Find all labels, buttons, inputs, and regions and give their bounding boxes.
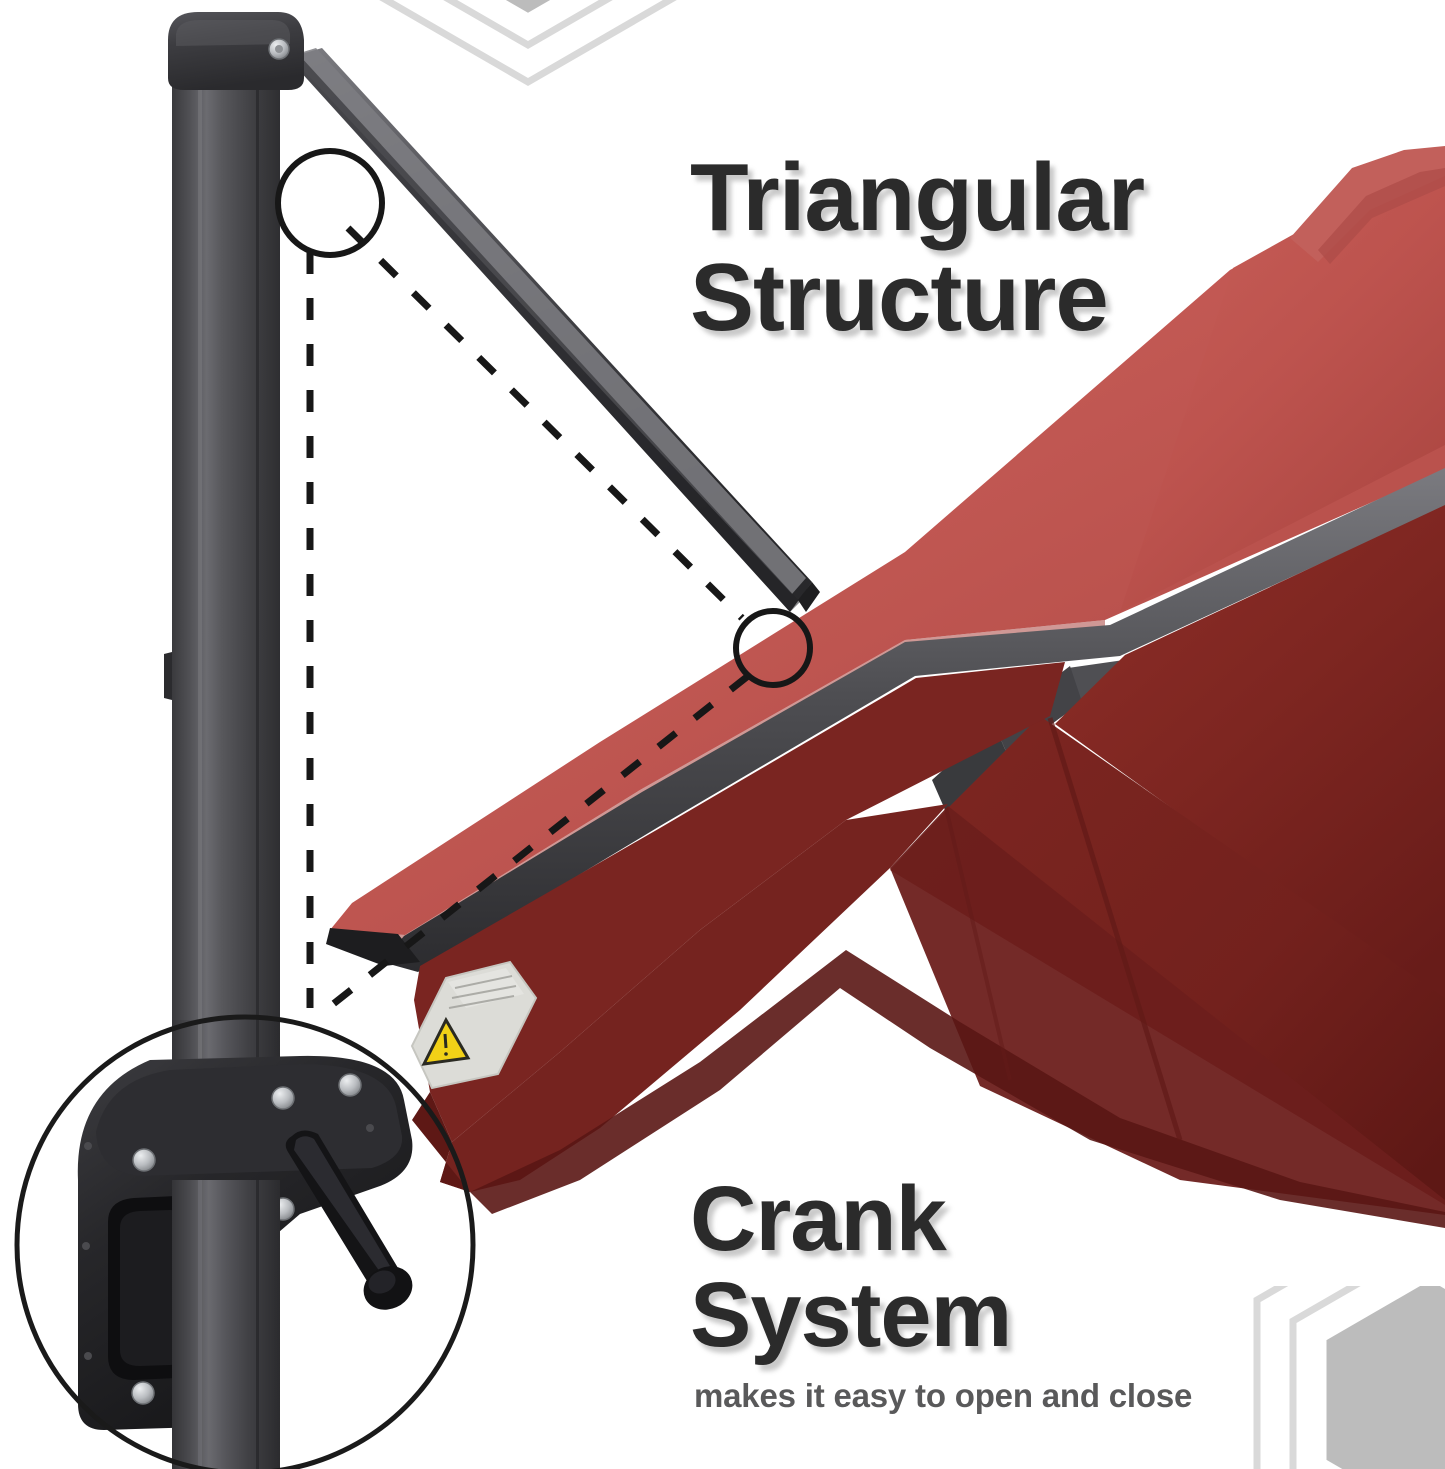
canopy-rib-circle	[733, 608, 813, 688]
hexagon-decor-top-left	[379, 0, 677, 87]
pole-top-cap	[168, 12, 304, 90]
umbrella-support-arm	[288, 48, 820, 612]
crank-detail-magnifier	[14, 1014, 476, 1469]
caution-triangle-icon	[421, 1016, 471, 1066]
subtitle-crank-system: makes it easy to open and close	[694, 1377, 1193, 1414]
triangular-structure-guide	[306, 225, 751, 1019]
crank-mechanism	[77, 1055, 413, 1469]
hexagon-decor-bottom-right	[1253, 1286, 1445, 1469]
pole-arm-joint-circle	[275, 148, 385, 258]
canopy-edge-warning-label	[410, 960, 538, 1090]
umbrella-canopy-underside	[412, 505, 1445, 1228]
heading-crank-system: Crank System	[690, 1168, 1012, 1366]
crank-handle	[285, 1130, 413, 1310]
heading-triangular-structure: Triangular Structure	[690, 144, 1145, 351]
